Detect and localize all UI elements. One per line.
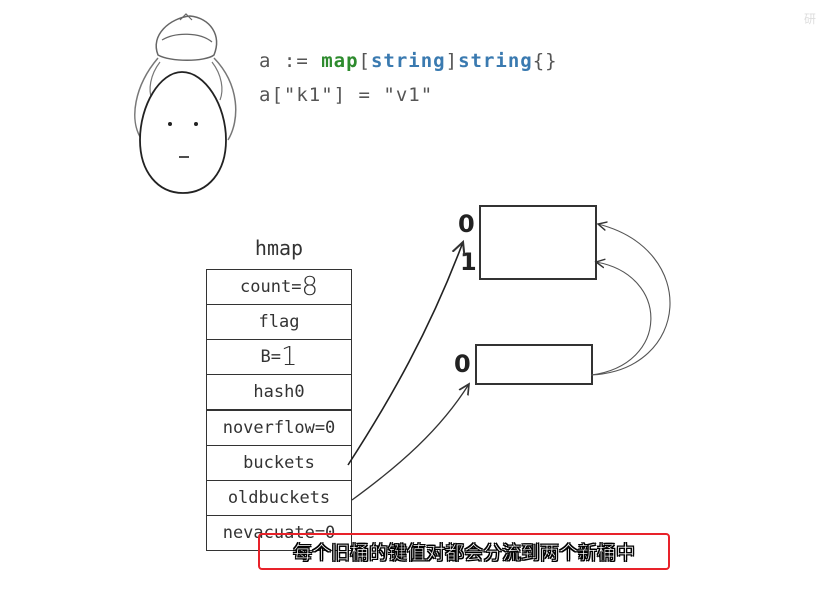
hmap-field-noverflow: noverflow=0 bbox=[207, 411, 351, 446]
field-label: flag bbox=[258, 312, 300, 332]
hmap-field-oldbuckets: oldbuckets bbox=[207, 481, 351, 516]
code-braces: {} bbox=[532, 50, 558, 72]
left-eye bbox=[168, 122, 172, 126]
field-label: count= bbox=[240, 277, 302, 297]
right-eye bbox=[194, 122, 198, 126]
hmap-field-flag: flag bbox=[207, 305, 351, 340]
hat-shape bbox=[155, 15, 218, 61]
old-bucket-0 bbox=[475, 344, 593, 385]
code-type-value: string bbox=[458, 50, 533, 72]
field-value: 8 bbox=[301, 272, 318, 302]
code-var: a := bbox=[259, 50, 322, 72]
subtitle-caption: 每个旧桶的键值对都会分流到两个新桶中 bbox=[258, 533, 670, 570]
new-bucket-1 bbox=[479, 241, 597, 280]
new-bucket-index-0: 0 bbox=[458, 210, 475, 238]
evacuate-arrow-to-1 bbox=[590, 262, 652, 376]
code-bracket-left: [ bbox=[358, 50, 371, 72]
field-label: oldbuckets bbox=[227, 488, 331, 508]
hat-tip bbox=[179, 13, 193, 21]
hmap-field-count: count=8 bbox=[207, 270, 351, 305]
hmap-field-b: B=1 bbox=[207, 340, 351, 375]
buckets-arrow bbox=[347, 242, 463, 466]
hmap-struct: count=8 flag B=1 hash0 noverflow=0 bucke… bbox=[206, 269, 352, 551]
code-type-key: string bbox=[370, 50, 446, 72]
evacuate-arrow-to-0 bbox=[590, 224, 671, 376]
hmap-title: hmap bbox=[254, 236, 304, 260]
old-bucket-index-0: 0 bbox=[454, 350, 471, 378]
field-label: hash0 bbox=[253, 382, 305, 402]
watermark: 研 bbox=[803, 12, 816, 26]
field-label: noverflow=0 bbox=[222, 418, 336, 438]
code-line-2: a["k1"] = "v1" bbox=[259, 84, 434, 106]
hmap-field-hash0: hash0 bbox=[207, 375, 351, 411]
oldbuckets-arrow bbox=[351, 384, 469, 501]
field-value: 1 bbox=[280, 342, 298, 372]
hair-strands bbox=[134, 57, 237, 141]
code-keyword-map: map bbox=[321, 50, 359, 72]
hat-band bbox=[161, 33, 213, 43]
field-label: buckets bbox=[243, 453, 315, 473]
code-bracket-right: ] bbox=[445, 50, 459, 72]
egg-face bbox=[139, 71, 227, 194]
code-line-1: a := map[string]string{} bbox=[259, 50, 558, 72]
field-label: B= bbox=[260, 347, 281, 367]
hmap-field-buckets: buckets bbox=[207, 446, 351, 481]
